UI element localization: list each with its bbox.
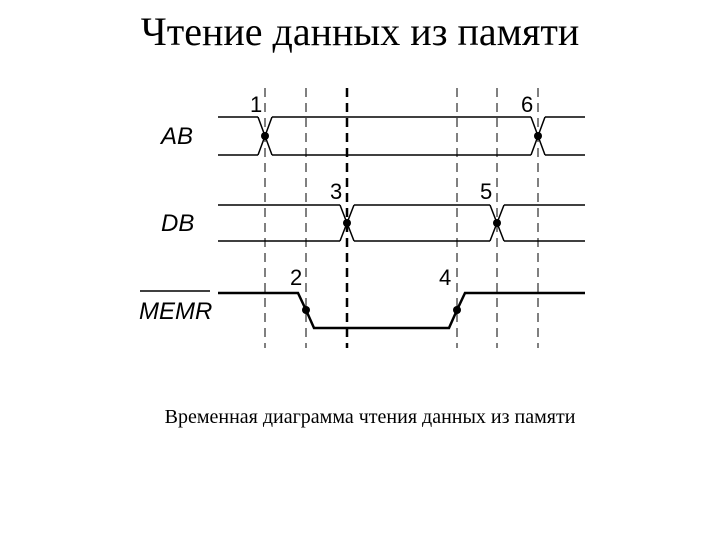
- marker-label-4: 4: [439, 265, 451, 290]
- time-guides: [264, 88, 539, 348]
- marker-label-6: 6: [521, 92, 533, 117]
- signal-label-db: DB: [161, 210, 194, 237]
- marker-label-3: 3: [330, 179, 342, 204]
- marker-dot-3: [343, 219, 351, 227]
- ab-waveform: [218, 116, 585, 156]
- db-waveform: [218, 204, 585, 242]
- marker-dot-1: [261, 132, 269, 140]
- signal-label-memr: MEMR: [139, 298, 212, 325]
- marker-label-2: 2: [290, 265, 302, 290]
- diagram-caption: Временная диаграмма чтения данных из пам…: [164, 406, 576, 428]
- memr-waveform: [218, 291, 585, 330]
- marker-label-5: 5: [480, 179, 492, 204]
- marker-dot-4: [453, 306, 461, 314]
- marker-dot-2: [302, 306, 310, 314]
- marker-dot-5: [493, 219, 501, 227]
- signal-label-ab: AB: [159, 123, 193, 150]
- marker-label-1: 1: [250, 92, 262, 117]
- marker-dot-6: [534, 132, 542, 140]
- page-title: Чтение данных из памяти: [140, 9, 580, 54]
